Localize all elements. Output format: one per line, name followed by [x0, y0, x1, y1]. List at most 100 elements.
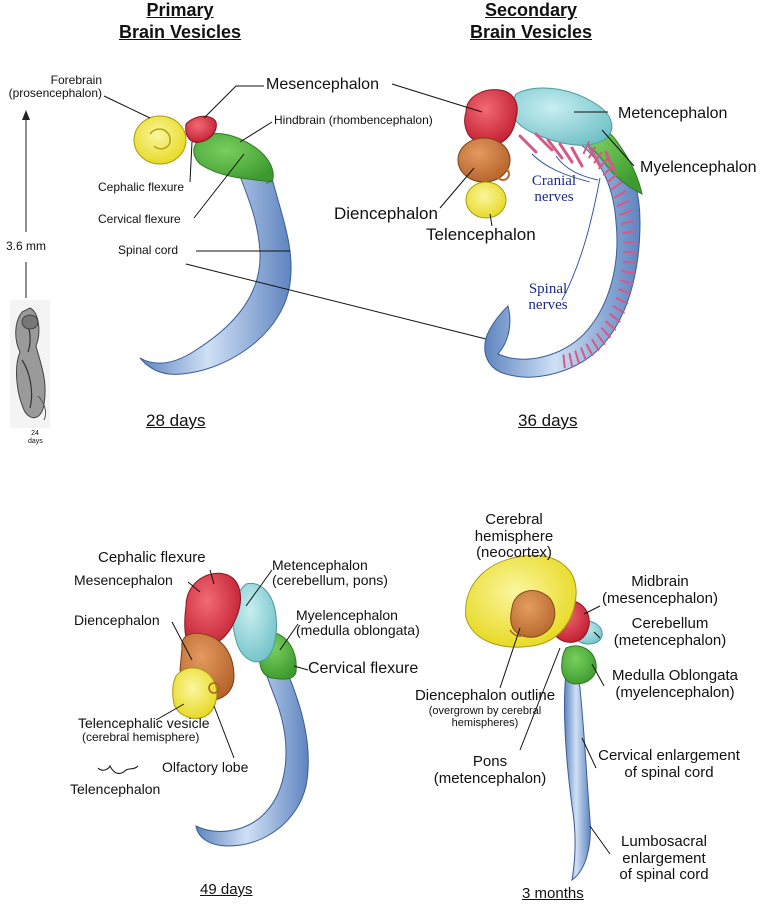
- label-olfactory-lobe: Olfactory lobe: [162, 759, 249, 775]
- label-telencephalic-vesicle: Telencephalic vesicle (cerebral hemisphe…: [78, 715, 210, 745]
- label-prosencephalon: (prosencephalon): [8, 86, 102, 101]
- label-overgrown-line2: hemispheres): [451, 716, 519, 729]
- age-label-28-days: 28 days: [146, 411, 206, 430]
- spinal-nerve-tick: [568, 352, 573, 367]
- spinal-nerve-tick: [600, 327, 611, 339]
- label-telencephalic-vesicle-name: Telencephalic vesicle: [78, 715, 210, 731]
- label-diencephalon-outline: Diencephalon outline (overgrown by cereb…: [400, 687, 570, 729]
- spinal-nerve-tick: [610, 181, 623, 191]
- label-metencephalon-49-name: Metencephalon: [272, 557, 368, 573]
- spinal-nerve-tick: [609, 313, 621, 323]
- label-cerebellum: Cerebellum (metencephalon): [600, 615, 740, 649]
- spinal-nerve-tick: [607, 173, 619, 183]
- label-myelencephalon-49: Myelencephalon (medulla oblongata): [296, 607, 420, 639]
- label-cerebral-hemisphere: Cerebral hemisphere (neocortex): [470, 511, 558, 562]
- label-cervical-enlargement-line2: of spinal cord: [624, 763, 714, 781]
- spinal-nerve-tick: [622, 260, 637, 264]
- age-label-3-months: 3 months: [522, 885, 584, 902]
- leaders-49-days: [97, 569, 309, 774]
- spinal-nerve-tick: [621, 270, 636, 275]
- age-label-49-days: 49 days: [200, 881, 253, 898]
- spinal-nerve-tick: [585, 343, 594, 357]
- label-medulla-sub: (myelencephalon): [615, 683, 735, 701]
- secondary-header-line2: Brain Vesicles: [469, 21, 593, 42]
- label-forebrain: Forebrain (prosencephalon): [2, 73, 102, 101]
- label-lumbosacral-enlargement: Lumbosacral enlargement of spinal cord: [606, 833, 722, 884]
- label-cerebral-hemisphere-49: (cerebral hemisphere): [82, 730, 200, 745]
- label-myelencephalon-36: Myelencephalon: [640, 159, 757, 176]
- label-telencephalon-49: Telencephalon: [70, 781, 161, 797]
- label-cranial-word: Cranial: [531, 173, 577, 189]
- label-midbrain-sub: (mesencephalon): [602, 589, 718, 607]
- label-pons: Pons (metencephalon): [420, 753, 560, 787]
- spinal-nerve-tick: [615, 297, 629, 305]
- label-spinal-word: Spinal: [528, 281, 568, 297]
- spinal-nerve-tick: [618, 288, 632, 295]
- thumbnail-caption: 24 days: [28, 430, 43, 445]
- label-myelencephalon-49-name: Myelencephalon: [296, 607, 398, 623]
- spinal-nerve-tick: [591, 338, 600, 351]
- label-lumbosacral-line1: Lumbosacral: [621, 833, 707, 850]
- spinal-nerve-tick: [622, 230, 636, 235]
- embryo-thumbnail: [10, 300, 50, 428]
- label-medulla-name: Medulla Oblongata: [612, 667, 738, 684]
- spinal-nerve-ticks: [562, 141, 637, 369]
- label-lumbosacral-line3: of spinal cord: [619, 866, 709, 883]
- label-pons-name: Pons: [472, 753, 508, 770]
- label-lumbosacral-line2: enlargement: [622, 849, 706, 867]
- label-cerebellum-name: Cerebellum: [631, 615, 709, 632]
- label-medulla-oblongata: Medulla Oblongata (myelencephalon): [600, 667, 750, 701]
- label-spinal-nerves: Spinal nerves: [518, 281, 578, 314]
- spinal-nerve-tick: [620, 279, 634, 285]
- spinal-nerve-tick: [562, 354, 566, 369]
- label-cerebral-word: Cerebral: [485, 511, 543, 528]
- label-cephalic-flexure-28: Cephalic flexure: [98, 180, 185, 194]
- spinal-nerve-tick: [574, 350, 580, 364]
- spinal-nerve-tick: [614, 190, 627, 199]
- label-cervical-flexure-28: Cervical flexure: [98, 212, 181, 226]
- primary-vesicles-header: Primary Brain Vesicles: [108, 0, 252, 43]
- spinal-nerve-tick: [619, 209, 633, 216]
- label-mesencephalon-49: Mesencephalon: [74, 572, 173, 588]
- spinal-nerve-tick: [605, 320, 617, 331]
- label-diencephalon-49: Diencephalon: [74, 612, 160, 628]
- label-diencephalon-outline-name: Diencephalon outline: [414, 687, 556, 704]
- label-spinal-nerves-word: nerves: [528, 296, 568, 313]
- label-telencephalon-36: Telencephalon: [426, 225, 536, 244]
- spinal-nerve-tick: [580, 347, 587, 361]
- spinal-nerve-tick: [582, 141, 590, 155]
- embryo-28-days: [133, 115, 292, 375]
- label-cervical-enlargement-line1: Cervical enlargement: [598, 747, 740, 764]
- embryo-3-months: [465, 554, 603, 882]
- thumbnail-caption-unit: days: [28, 437, 43, 445]
- embryo-49-days: [172, 572, 309, 847]
- embryo-36-days: [457, 87, 643, 378]
- label-cervical-enlargement: Cervical enlargement of spinal cord: [586, 747, 752, 781]
- label-neocortex-word: (neocortex): [476, 544, 552, 561]
- label-overgrown-line1: (overgrown by cerebral: [428, 704, 542, 717]
- secondary-header-line1: Secondary: [484, 0, 578, 20]
- secondary-vesicles-header: Secondary Brain Vesicles: [456, 0, 606, 43]
- thumbnail-caption-number: 24: [31, 430, 39, 437]
- label-pons-sub: (metencephalon): [433, 769, 547, 787]
- spinal-nerve-tick: [588, 146, 597, 159]
- spinal-nerve-tick: [598, 158, 608, 170]
- label-cephalic-flexure-49: Cephalic flexure: [98, 549, 206, 566]
- label-midbrain-name: Midbrain: [631, 573, 689, 590]
- label-metencephalon-36: Metencephalon: [618, 105, 728, 122]
- leaders-36-days: [391, 83, 635, 227]
- spinal-nerve-tick: [616, 199, 630, 207]
- age-label-36-days: 36 days: [518, 411, 578, 430]
- label-diencephalon-36: Diencephalon: [334, 204, 438, 223]
- label-mesencephalon-28: Mesencephalon: [266, 76, 379, 93]
- label-cranial-nerves: Cranial nerves: [524, 173, 584, 206]
- scale-length-label: 3.6 mm: [6, 239, 47, 253]
- leaders-3-months: [499, 605, 611, 855]
- label-myelencephalon-49-sub: (medulla oblongata): [296, 622, 420, 639]
- spinal-nerve-tick: [620, 219, 635, 225]
- label-cranial-nerves-word: nerves: [534, 188, 574, 205]
- label-cerebellum-sub: (metencephalon): [613, 631, 727, 649]
- label-midbrain: Midbrain (mesencephalon): [590, 573, 730, 607]
